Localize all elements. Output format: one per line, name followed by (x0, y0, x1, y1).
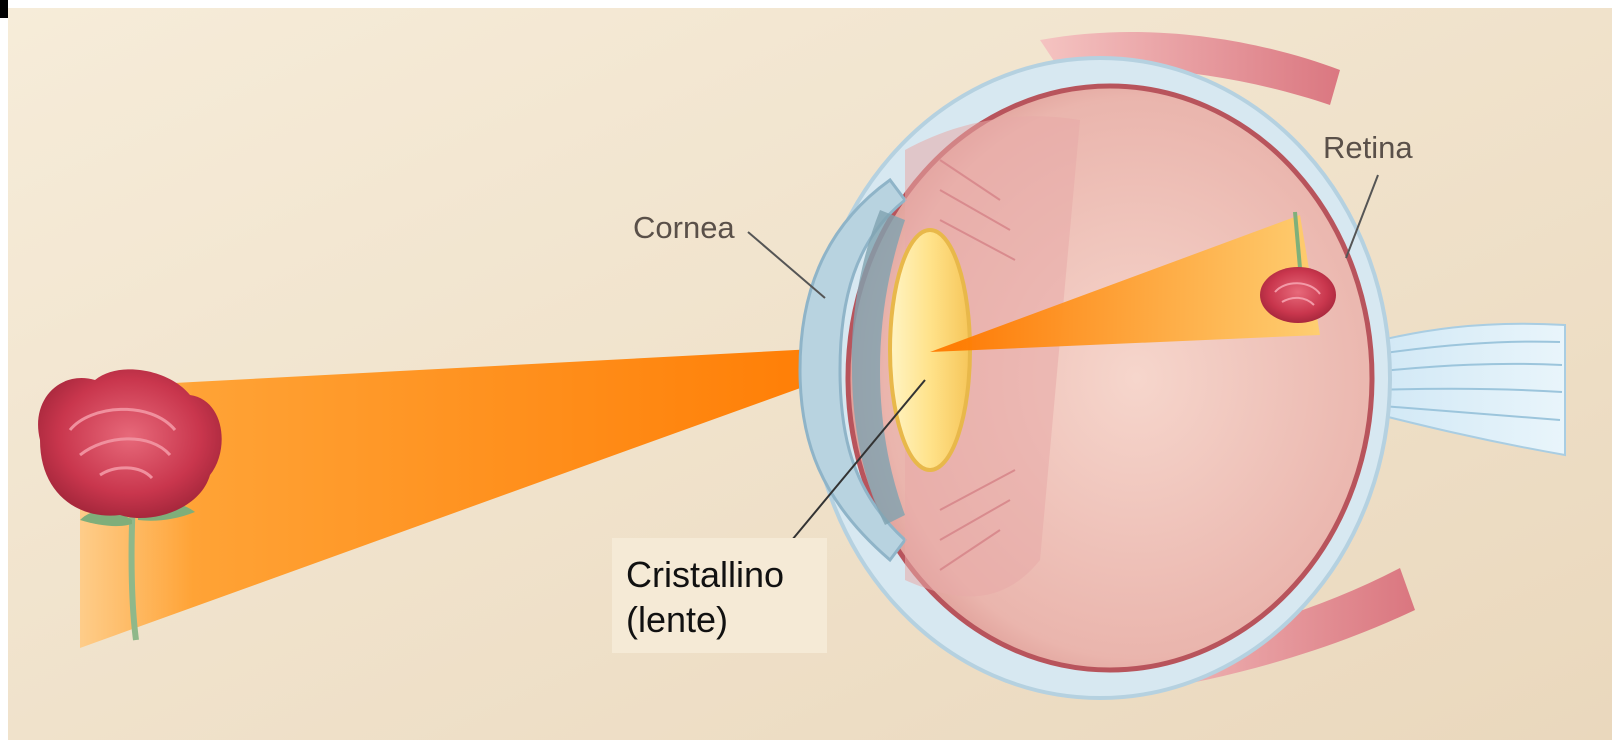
lens-label-line2: (lente) (626, 599, 728, 640)
cornea-label: Cornea (633, 210, 735, 245)
corner-mark (0, 0, 8, 18)
lens-label-line1: Cristallino (626, 554, 784, 595)
retina-label: Retina (1323, 130, 1413, 165)
